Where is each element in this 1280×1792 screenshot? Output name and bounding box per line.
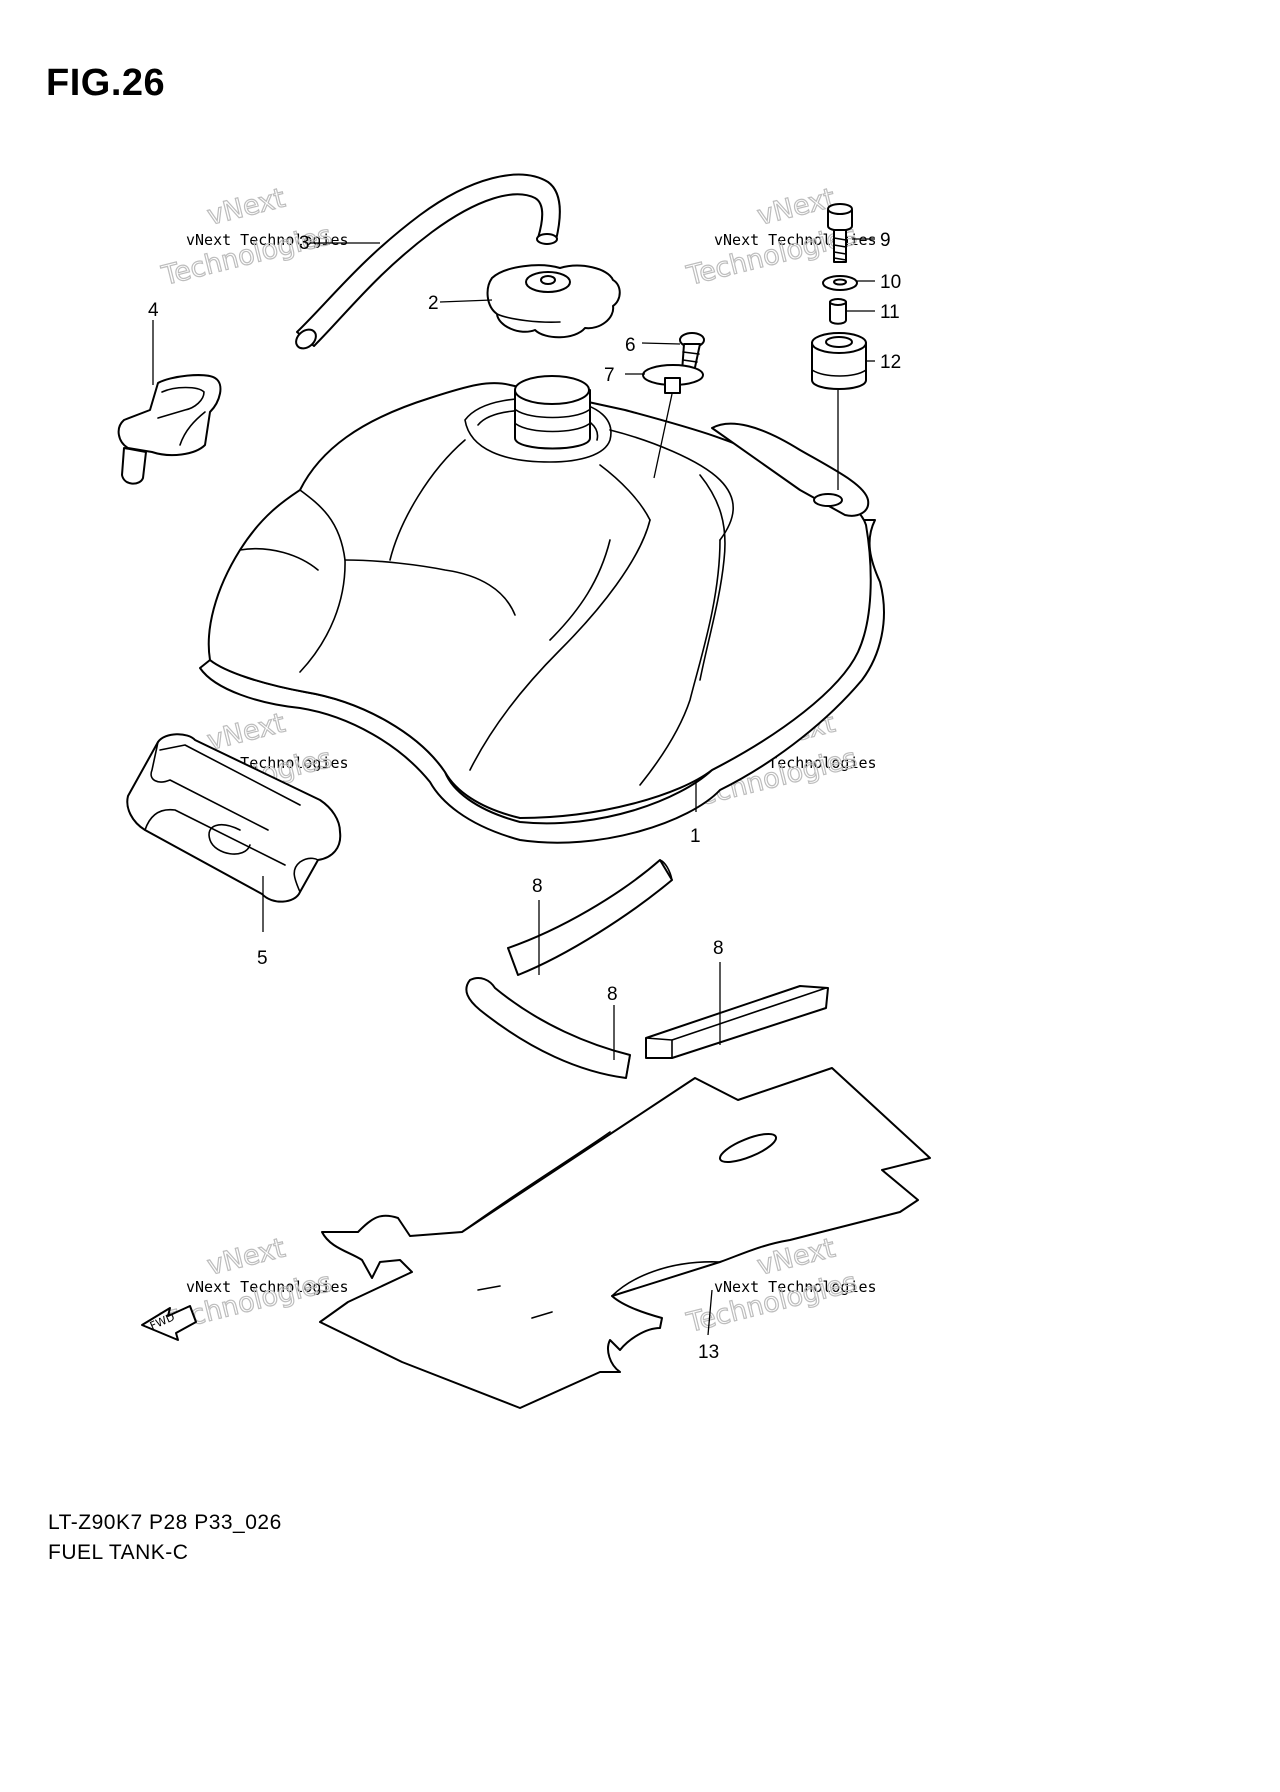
callout-13: 13 (698, 1342, 719, 1363)
callout-7: 7 (604, 365, 615, 386)
callout-4: 4 (148, 300, 159, 321)
bracket-part-4[interactable] (117, 374, 222, 485)
callout-11: 11 (880, 302, 900, 323)
clamp-part-5[interactable] (126, 733, 342, 903)
callout-2: 2 (428, 293, 439, 314)
breather-hose-part-3[interactable] (292, 173, 561, 353)
fwd-direction-marker: FWD (141, 1305, 197, 1341)
cushion-pad-part-8b[interactable] (465, 977, 631, 1079)
cushion-part-12[interactable] (811, 332, 867, 390)
svg-text:vNext: vNext (204, 183, 288, 232)
model-code: LT-Z90K7 P28 P33_026 (48, 1511, 282, 1534)
heat-shield-part-13[interactable] (319, 1067, 931, 1409)
hose-fitting-part-7[interactable] (642, 364, 704, 394)
callout-numbers: 3 2 4 6 7 9 10 11 12 1 5 8 8 8 13 (148, 230, 901, 1363)
watermark-top-left: vNext vNext Technologies Technologies (158, 182, 349, 293)
washer-part-10[interactable] (822, 275, 858, 291)
collar-part-11[interactable] (829, 298, 847, 325)
callout-8b: 8 (713, 938, 724, 959)
figure-title: FIG.26 (46, 62, 166, 104)
callout-5: 5 (257, 948, 268, 969)
callout-8c: 8 (607, 984, 618, 1005)
callout-9: 9 (880, 230, 891, 251)
svg-text:vNext Technologies: vNext Technologies (714, 1278, 877, 1296)
svg-text:vNext Technologies: vNext Technologies (186, 231, 349, 249)
cushion-pad-part-8c[interactable] (645, 985, 829, 1059)
cushion-pad-part-8a[interactable] (507, 859, 673, 976)
watermark-top-right: vNext vNext Technologies Technologies (683, 182, 877, 293)
callout-10: 10 (880, 272, 901, 293)
fuel-cap-part-2[interactable] (486, 264, 621, 339)
section-name: FUEL TANK-C (48, 1541, 189, 1564)
svg-text:vNext: vNext (754, 183, 838, 232)
svg-text:vNext Technologies: vNext Technologies (186, 1278, 349, 1296)
callout-3: 3 (299, 233, 310, 254)
callout-6: 6 (625, 335, 636, 356)
fuel-tank-part-1[interactable] (199, 375, 885, 844)
callout-8a: 8 (532, 876, 543, 897)
svg-text:vNext: vNext (204, 1233, 288, 1282)
callout-12: 12 (880, 352, 901, 373)
leader-lines (152, 238, 875, 1336)
bolt-part-9[interactable] (827, 203, 853, 263)
callout-1: 1 (690, 826, 701, 847)
